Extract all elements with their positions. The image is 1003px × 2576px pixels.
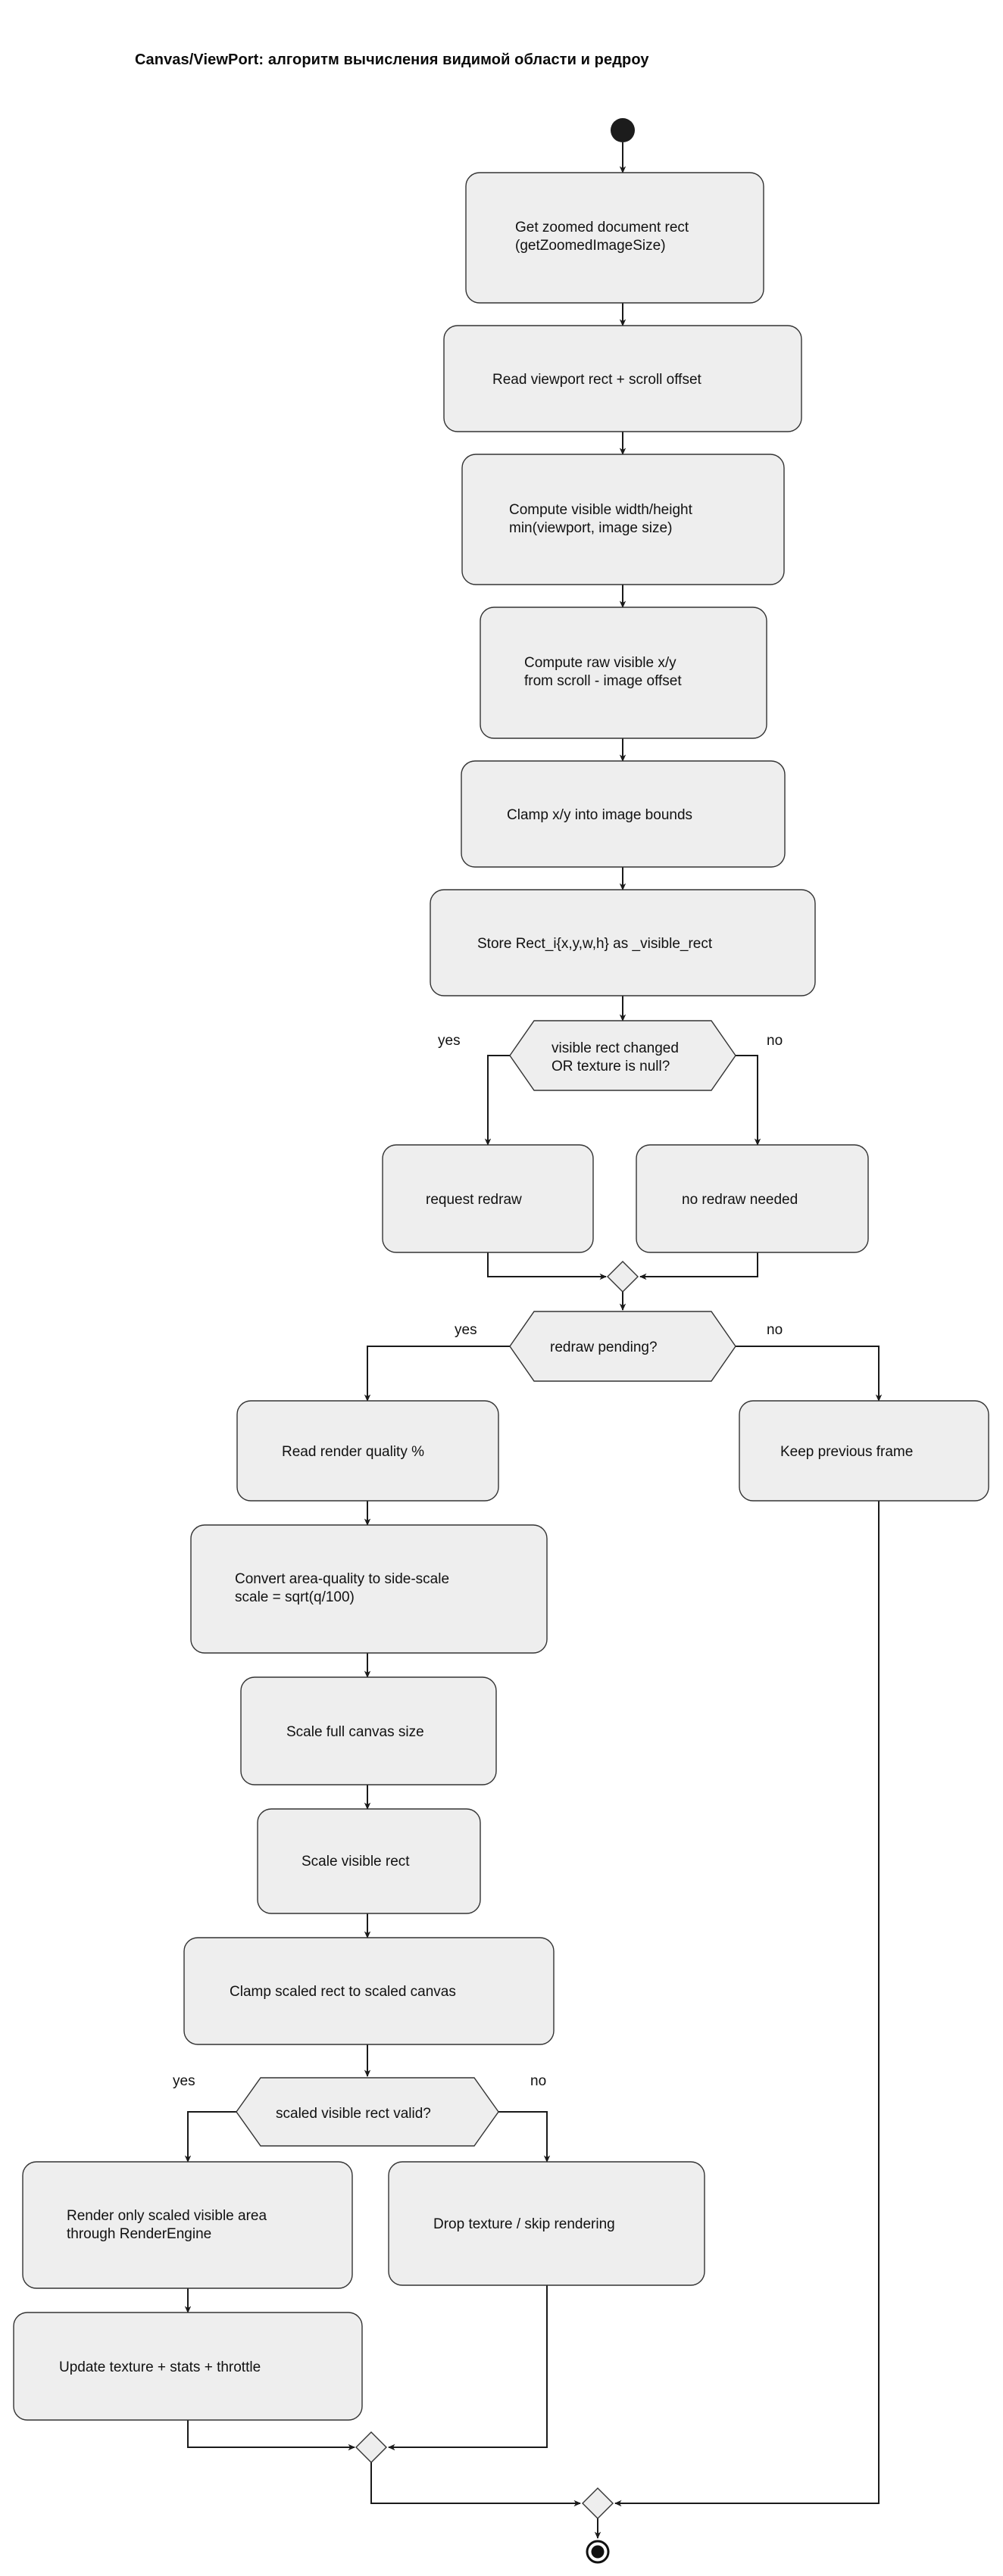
edge-label-d2-yes: yes bbox=[455, 1322, 477, 1338]
node-update-texture-stats-throttle[interactable]: Update texture + stats + throttle bbox=[13, 2312, 363, 2421]
edge-n16-to-m2 bbox=[388, 2285, 548, 2451]
end-node bbox=[586, 2540, 610, 2564]
edge-n10-to-m3 bbox=[614, 1501, 880, 2507]
node-no-redraw-needed[interactable]: no redraw needed bbox=[636, 1144, 869, 1253]
node-compute-raw-visible-xy[interactable]: Compute raw visible x/y from scroll - im… bbox=[480, 607, 767, 739]
node-request-redraw[interactable]: request redraw bbox=[382, 1144, 594, 1253]
node-label-line1: Clamp x/y into image bounds bbox=[507, 807, 692, 823]
decision-label-line2: OR texture is null? bbox=[551, 1059, 670, 1074]
node-scale-full-canvas-size[interactable]: Scale full canvas size bbox=[240, 1676, 497, 1785]
merge-node-1 bbox=[607, 1261, 639, 1293]
node-label-line1: no redraw needed bbox=[682, 1192, 798, 1208]
node-label-line1: Convert area-quality to side-scale bbox=[235, 1571, 449, 1587]
node-label-line1: Render only scaled visible area bbox=[67, 2208, 267, 2224]
node-label-line1: Read viewport rect + scroll offset bbox=[492, 372, 702, 388]
node-compute-visible-width-height[interactable]: Compute visible width/height min(viewpor… bbox=[461, 454, 785, 585]
decision-label-line1: scaled visible rect valid? bbox=[276, 2106, 431, 2122]
node-render-scaled-visible-area[interactable]: Render only scaled visible area through … bbox=[22, 2161, 353, 2289]
edge-d1-no-to-n8 bbox=[736, 1055, 761, 1146]
edge-label-d1-yes: yes bbox=[438, 1033, 461, 1049]
node-label-line1: Compute visible width/height bbox=[509, 502, 693, 518]
page-title: Canvas/ViewPort: алгоритм вычисления вид… bbox=[135, 51, 649, 68]
node-read-viewport-rect[interactable]: Read viewport rect + scroll offset bbox=[443, 325, 802, 432]
node-label-line2: through RenderEngine bbox=[67, 2226, 211, 2242]
node-scale-visible-rect[interactable]: Scale visible rect bbox=[257, 1808, 481, 1914]
edge-n17-to-m2 bbox=[187, 2420, 355, 2451]
edge-n7-to-m1 bbox=[487, 1252, 607, 1280]
node-store-visible-rect[interactable]: Store Rect_i{x,y,w,h} as _visible_rect bbox=[430, 889, 816, 996]
node-label-line1: Scale full canvas size bbox=[286, 1724, 424, 1740]
edge-d2-yes-to-n9 bbox=[364, 1346, 510, 1402]
node-drop-texture-skip-rendering[interactable]: Drop texture / skip rendering bbox=[388, 2161, 705, 2286]
node-convert-area-quality[interactable]: Convert area-quality to side-scale scale… bbox=[190, 1524, 548, 1654]
edge-label-d1-no: no bbox=[767, 1033, 783, 1049]
decision-scaled-visible-rect-valid[interactable]: scaled visible rect valid? bbox=[236, 2077, 499, 2147]
edge-label-d3-no: no bbox=[530, 2073, 546, 2089]
node-label-line2: (getZoomedImageSize) bbox=[515, 238, 666, 254]
node-label-line1: Get zoomed document rect bbox=[515, 220, 689, 235]
node-read-render-quality[interactable]: Read render quality % bbox=[236, 1400, 499, 1502]
edge-d3-no-to-n16 bbox=[498, 2111, 551, 2163]
start-node bbox=[611, 118, 635, 142]
decision-visible-rect-changed[interactable]: visible rect changed OR texture is null? bbox=[509, 1020, 736, 1091]
node-clamp-scaled-rect[interactable]: Clamp scaled rect to scaled canvas bbox=[183, 1937, 555, 2045]
node-label-line2: scale = sqrt(q/100) bbox=[235, 1589, 355, 1605]
edge-d2-no-to-n10 bbox=[736, 1346, 883, 1402]
node-label-line1: Clamp scaled rect to scaled canvas bbox=[230, 1984, 456, 2000]
node-label-line1: Update texture + stats + throttle bbox=[59, 2359, 261, 2375]
node-label-line1: Compute raw visible x/y bbox=[524, 655, 676, 671]
node-label-line2: from scroll - image offset bbox=[524, 673, 682, 689]
node-clamp-xy-image-bounds[interactable]: Clamp x/y into image bounds bbox=[461, 760, 786, 868]
node-keep-previous-frame[interactable]: Keep previous frame bbox=[739, 1400, 989, 1502]
edge-n8-to-m1 bbox=[639, 1252, 758, 1280]
decision-label-line1: visible rect changed bbox=[551, 1040, 679, 1056]
node-label-line1: request redraw bbox=[426, 1192, 522, 1208]
edge-d3-yes-to-n15 bbox=[184, 2111, 236, 2163]
merge-node-2 bbox=[355, 2431, 387, 2463]
edge-label-d3-yes: yes bbox=[173, 2073, 195, 2089]
node-get-zoomed-document-rect[interactable]: Get zoomed document rect (getZoomedImage… bbox=[465, 172, 764, 304]
edge-m2-to-m3 bbox=[370, 2462, 581, 2507]
node-label-line1: Scale visible rect bbox=[302, 1854, 410, 1870]
node-label-line1: Store Rect_i{x,y,w,h} as _visible_rect bbox=[477, 936, 713, 952]
node-label-line1: Keep previous frame bbox=[780, 1444, 913, 1460]
merge-node-3 bbox=[582, 2487, 614, 2519]
decision-label-line1: redraw pending? bbox=[550, 1339, 658, 1355]
node-label-line1: Read render quality % bbox=[282, 1444, 424, 1460]
node-label-line2: min(viewport, image size) bbox=[509, 520, 672, 536]
edge-d1-yes-to-n7 bbox=[484, 1055, 510, 1146]
node-label-line1: Drop texture / skip rendering bbox=[433, 2216, 615, 2232]
edge-label-d2-no: no bbox=[767, 1322, 783, 1338]
decision-redraw-pending[interactable]: redraw pending? bbox=[509, 1311, 736, 1382]
